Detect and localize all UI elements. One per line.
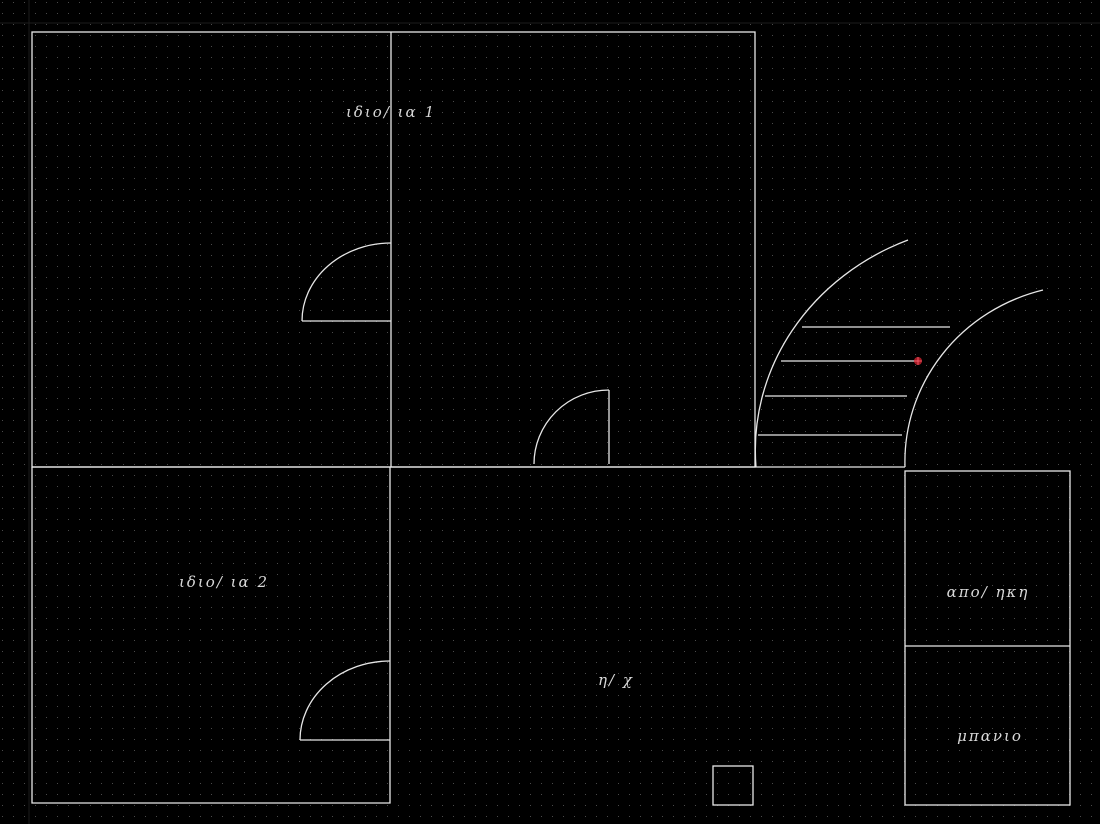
snap-marker [914, 357, 922, 365]
room-label-bedroom-1: ιδιο/ ια 1 [346, 103, 436, 121]
room-label-bedroom-2: ιδιο/ ια 2 [179, 573, 269, 591]
staircase [754, 239, 1044, 468]
column [712, 765, 754, 806]
room-label-living: η/ χ [598, 671, 634, 689]
door-bedroom-1 [301, 242, 392, 322]
room-label-storage: απο/ ηκη [947, 583, 1030, 601]
storage-bath-block [904, 470, 1071, 806]
walls [31, 31, 1071, 806]
door-bedroom-2 [299, 660, 391, 741]
room-label-bathroom: μπανιο [957, 727, 1023, 745]
door-hall [533, 389, 610, 465]
doors [299, 242, 610, 741]
